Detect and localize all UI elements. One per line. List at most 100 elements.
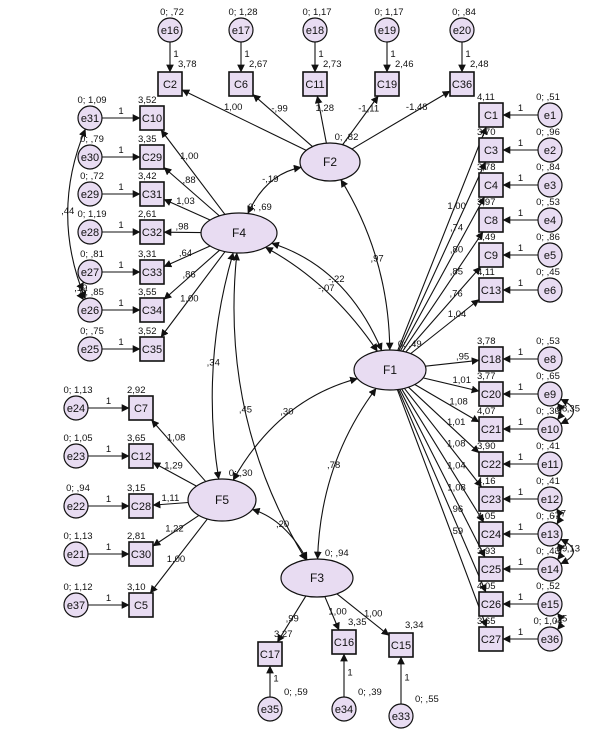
item-box-c34[interactable] bbox=[139, 297, 165, 323]
item-box-c3[interactable] bbox=[478, 137, 504, 163]
latent-factor-f2[interactable] bbox=[299, 142, 361, 182]
item-box-c29[interactable] bbox=[139, 144, 165, 170]
item-box-c2[interactable] bbox=[157, 71, 183, 97]
item-box-c7[interactable] bbox=[128, 395, 154, 421]
error-node-e12[interactable] bbox=[537, 486, 563, 512]
item-box-c20[interactable] bbox=[478, 381, 504, 407]
item-label-c2: C2 bbox=[163, 79, 177, 91]
error-node-e18[interactable] bbox=[302, 17, 328, 43]
error-node-e34[interactable] bbox=[331, 696, 357, 722]
error-node-e6[interactable] bbox=[537, 277, 563, 303]
item-label-c15: C15 bbox=[391, 640, 411, 652]
path-e20-C36-label: 1 bbox=[465, 49, 470, 60]
intercept-c30: 2,81 bbox=[127, 531, 146, 542]
item-box-c11[interactable] bbox=[302, 71, 328, 97]
error-node-e25[interactable] bbox=[77, 336, 103, 362]
error-node-e21[interactable] bbox=[63, 541, 89, 567]
item-box-c31[interactable] bbox=[139, 181, 165, 207]
item-label-c9: C9 bbox=[484, 250, 498, 262]
error-node-e31[interactable] bbox=[77, 105, 103, 131]
loading-F1-C22-label: 1,01 bbox=[447, 417, 466, 428]
item-box-c22[interactable] bbox=[478, 451, 504, 477]
intercept-c21: 4,07 bbox=[477, 406, 496, 417]
error-node-e9[interactable] bbox=[537, 381, 563, 407]
item-box-c9[interactable] bbox=[478, 242, 504, 268]
latent-factor-f3[interactable] bbox=[280, 558, 354, 598]
item-label-c25: C25 bbox=[481, 564, 501, 576]
item-box-c35[interactable] bbox=[139, 336, 165, 362]
error-node-e16[interactable] bbox=[157, 17, 183, 43]
item-box-c24[interactable] bbox=[478, 521, 504, 547]
item-box-c8[interactable] bbox=[478, 207, 504, 233]
error-node-e23[interactable] bbox=[63, 443, 89, 469]
item-box-c19[interactable] bbox=[374, 71, 400, 97]
error-node-e28[interactable] bbox=[77, 219, 103, 245]
error-node-e3[interactable] bbox=[537, 172, 563, 198]
item-box-c30[interactable] bbox=[128, 541, 154, 567]
error-variance-e31: 0; 1,09 bbox=[77, 95, 106, 106]
error-node-e30[interactable] bbox=[77, 144, 103, 170]
cov-e15-e36-1-label: ,15 bbox=[554, 614, 567, 625]
loading-F1-C23 bbox=[403, 388, 483, 488]
loading-F1-C22 bbox=[408, 386, 480, 454]
item-box-c32[interactable] bbox=[139, 219, 165, 245]
loading-F1-C18 bbox=[425, 357, 480, 367]
cov-e31-e26-1-label: ,44 bbox=[61, 206, 74, 217]
error-node-e10[interactable] bbox=[537, 416, 563, 442]
error-label-e29: e29 bbox=[81, 189, 99, 201]
path-e21-C30-label: 1 bbox=[106, 542, 111, 553]
error-node-e2[interactable] bbox=[537, 137, 563, 163]
error-node-e13[interactable] bbox=[537, 521, 563, 547]
item-box-c5[interactable] bbox=[128, 592, 154, 618]
path-e4-C8-label: 1 bbox=[518, 208, 523, 219]
error-node-e27[interactable] bbox=[77, 259, 103, 285]
error-node-e19[interactable] bbox=[374, 17, 400, 43]
error-variance-e20: 0; ,84 bbox=[452, 7, 476, 18]
loading-F1-C4-label: ,80 bbox=[450, 244, 463, 255]
item-box-c16[interactable] bbox=[331, 629, 357, 655]
item-box-c28[interactable] bbox=[128, 493, 154, 519]
item-box-c4[interactable] bbox=[478, 172, 504, 198]
error-variance-e27: 0; ,81 bbox=[80, 249, 104, 260]
item-box-c13[interactable] bbox=[478, 277, 504, 303]
item-box-c17[interactable] bbox=[257, 641, 283, 667]
item-box-c25[interactable] bbox=[478, 556, 504, 582]
error-node-e29[interactable] bbox=[77, 181, 103, 207]
error-node-e11[interactable] bbox=[537, 451, 563, 477]
item-box-c18[interactable] bbox=[478, 346, 504, 372]
error-node-e5[interactable] bbox=[537, 242, 563, 268]
error-node-e24[interactable] bbox=[63, 395, 89, 421]
error-node-e33[interactable] bbox=[388, 703, 414, 729]
item-box-c33[interactable] bbox=[139, 259, 165, 285]
error-node-e1[interactable] bbox=[537, 102, 563, 128]
error-node-e36[interactable] bbox=[537, 626, 563, 652]
error-node-e15[interactable] bbox=[537, 591, 563, 617]
item-box-c21[interactable] bbox=[478, 416, 504, 442]
error-node-e14[interactable] bbox=[537, 556, 563, 582]
item-box-c6[interactable] bbox=[228, 71, 254, 97]
error-node-e37[interactable] bbox=[63, 592, 89, 618]
loading-F5-C7 bbox=[151, 419, 207, 482]
item-box-c23[interactable] bbox=[478, 486, 504, 512]
item-box-c27[interactable] bbox=[478, 626, 504, 652]
item-box-c36[interactable] bbox=[449, 71, 475, 97]
item-box-c10[interactable] bbox=[139, 105, 165, 131]
error-node-e20[interactable] bbox=[449, 17, 475, 43]
latent-factor-f5[interactable] bbox=[187, 478, 257, 522]
error-node-e4[interactable] bbox=[537, 207, 563, 233]
latent-factor-f1[interactable] bbox=[353, 349, 427, 391]
error-node-e26[interactable] bbox=[77, 297, 103, 323]
loading-F3-C15 bbox=[336, 593, 390, 636]
error-variance-e19: 0; 1,17 bbox=[374, 7, 403, 18]
error-node-e22[interactable] bbox=[63, 493, 89, 519]
item-box-c1[interactable] bbox=[478, 102, 504, 128]
latent-factor-f4[interactable] bbox=[200, 212, 278, 254]
item-label-c6: C6 bbox=[234, 79, 248, 91]
item-box-c12[interactable] bbox=[128, 443, 154, 469]
error-node-e35[interactable] bbox=[257, 696, 283, 722]
item-box-c26[interactable] bbox=[478, 591, 504, 617]
item-box-c15[interactable] bbox=[388, 632, 414, 658]
error-node-e17[interactable] bbox=[228, 17, 254, 43]
error-node-e8[interactable] bbox=[537, 346, 563, 372]
loading-F1-C18-label: ,95 bbox=[456, 352, 469, 363]
